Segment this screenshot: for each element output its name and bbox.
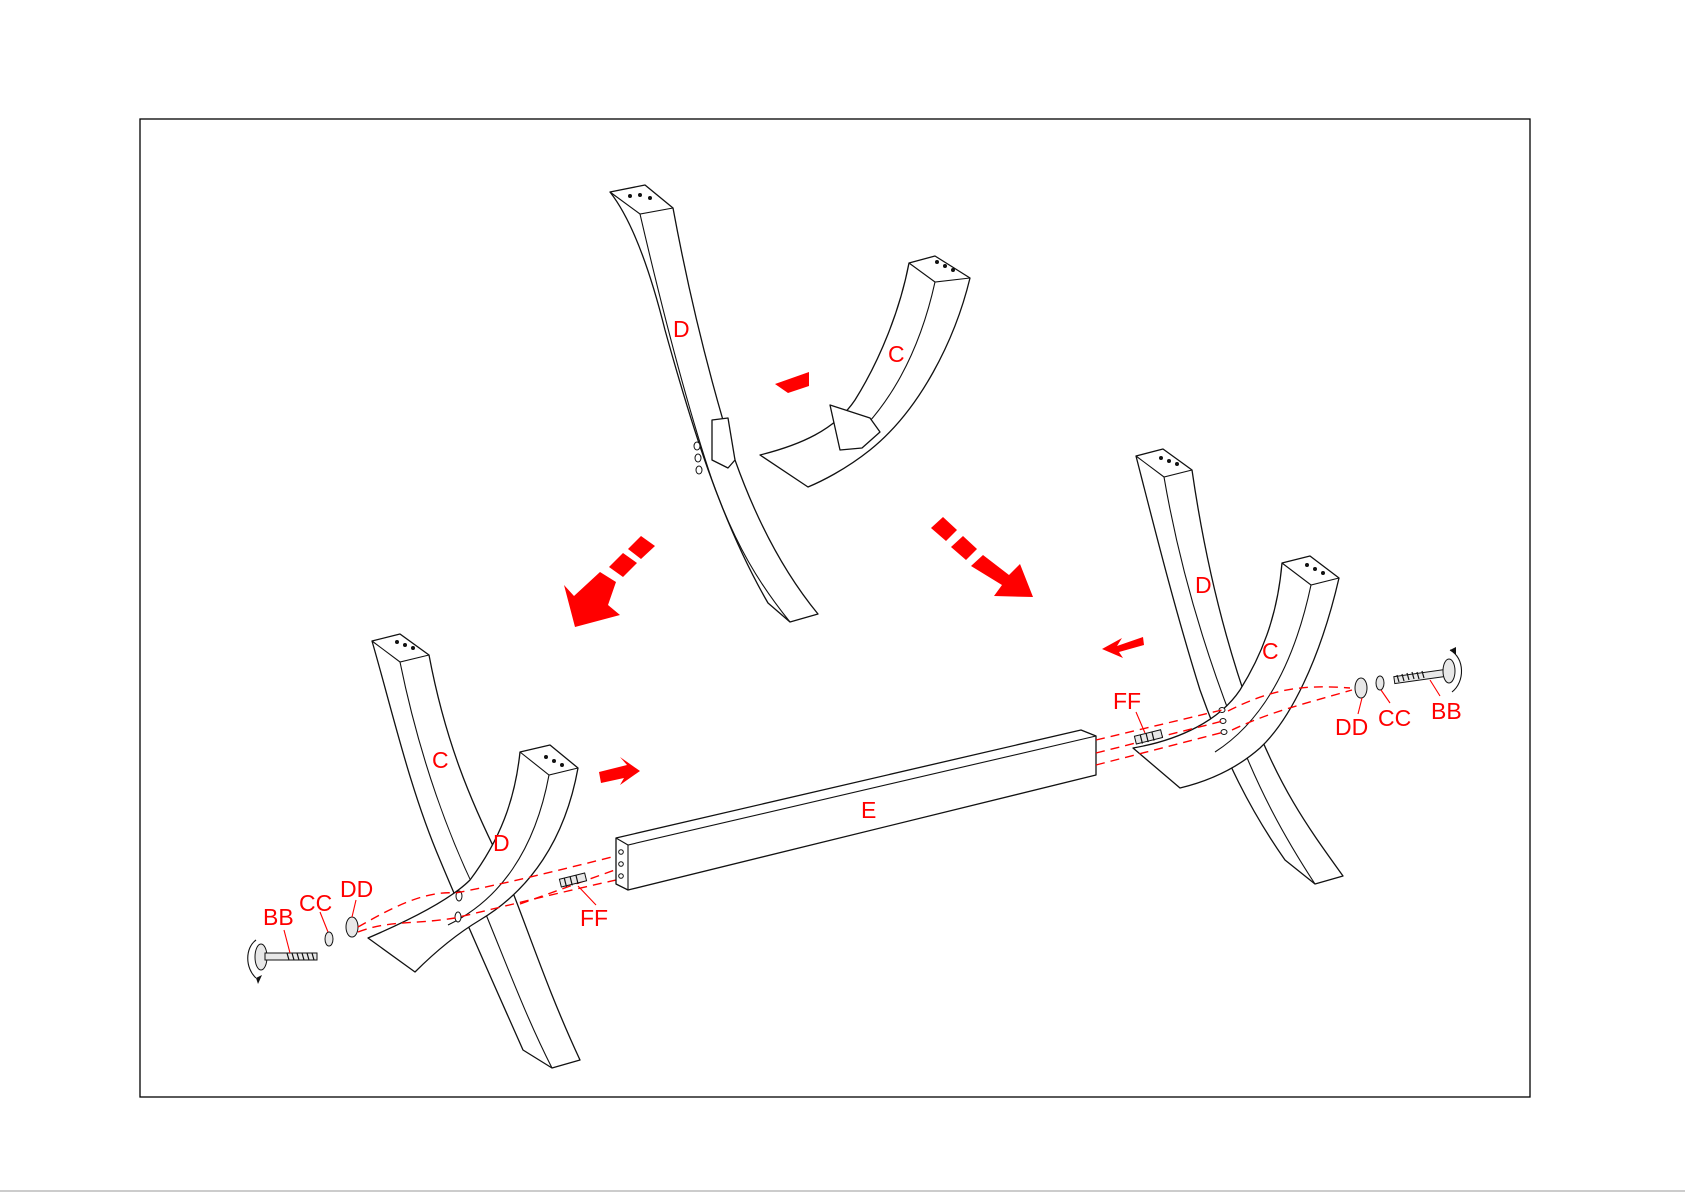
left-flat-washer-label: DD: [340, 876, 373, 902]
right-leg-d-label: D: [1195, 572, 1212, 598]
left-spring-washer: [325, 932, 333, 946]
right-spring-washer-label: CC: [1378, 705, 1411, 731]
left-dowel-leader: [578, 886, 596, 905]
right-flat-washer-label: DD: [1335, 714, 1368, 740]
top-leg-c-label: C: [888, 341, 905, 367]
right-dowel-label: FF: [1113, 688, 1141, 714]
top-join-arrow: [775, 372, 809, 393]
left-join-arrow: [599, 757, 640, 785]
left-bolt-leader: [284, 930, 290, 953]
left-dowel-label: FF: [580, 905, 608, 931]
right-spring-washer-leader: [1381, 690, 1390, 703]
split-arrow-left: [564, 536, 655, 627]
left-flat-washer: [346, 917, 358, 937]
right-leg-c-label: C: [1262, 638, 1279, 664]
left-dowel-path: [520, 866, 626, 904]
left-flat-washer-leader: [352, 900, 356, 917]
cross-beam-e: [616, 730, 1096, 890]
left-leg-d-label: D: [493, 830, 510, 856]
right-leg-d: [1136, 449, 1343, 884]
left-spring-washer-label: CC: [299, 890, 332, 916]
right-bolt-leader: [1430, 680, 1440, 696]
right-bolt: [1394, 647, 1462, 692]
left-dowel: [559, 873, 586, 887]
top-leg-d-label: D: [673, 316, 690, 342]
top-leg-c: [760, 256, 970, 487]
left-bolt: [248, 940, 317, 984]
right-join-arrow: [1102, 637, 1144, 658]
left-bolt-label: BB: [263, 904, 294, 930]
right-bolt-label: BB: [1431, 698, 1462, 724]
split-arrow-right: [931, 517, 1033, 597]
right-flat-washer: [1355, 678, 1367, 698]
cross-beam-e-label: E: [861, 797, 876, 823]
left-leg-c-label: C: [432, 747, 449, 773]
right-flat-washer-leader: [1358, 698, 1362, 714]
right-spring-washer: [1376, 676, 1384, 690]
